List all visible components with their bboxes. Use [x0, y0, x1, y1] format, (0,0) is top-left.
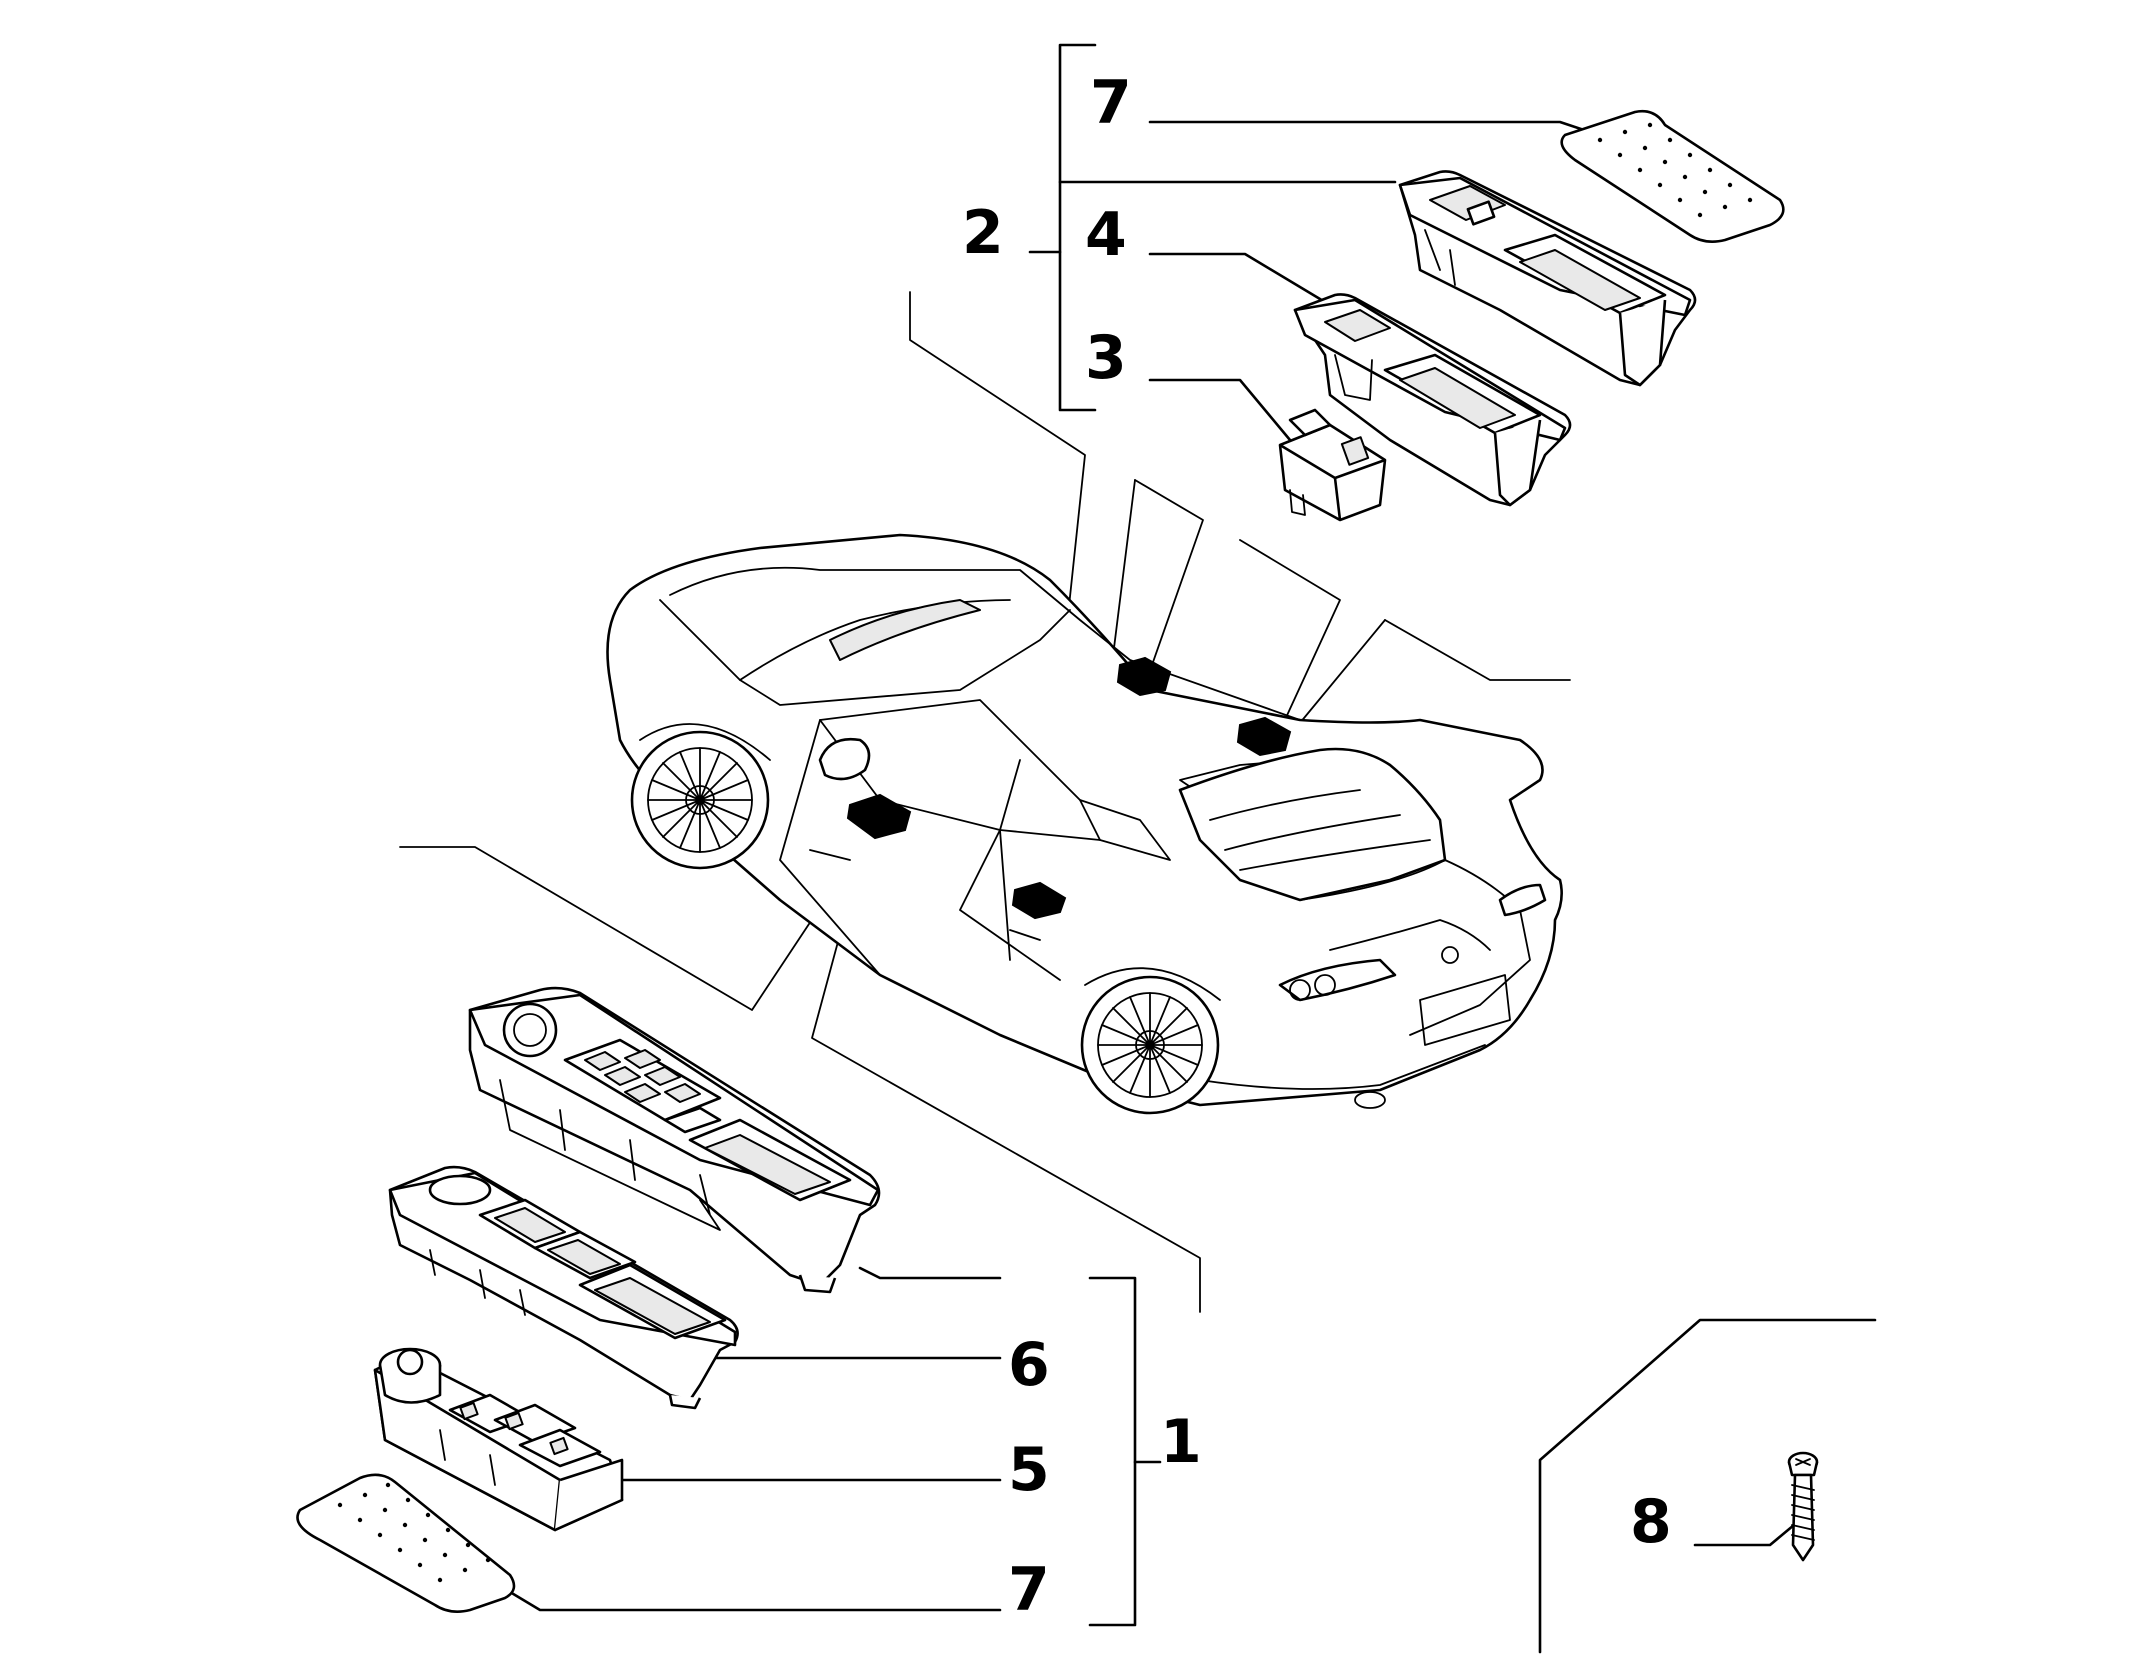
part-driver-switch-panel — [468, 986, 881, 1294]
group-bracket-1 — [508, 1266, 1162, 1627]
screw-inset-frame — [1538, 1318, 1877, 1654]
callout-2: 2 — [962, 198, 1004, 268]
callout-6: 6 — [1008, 1330, 1050, 1400]
callout-1: 1 — [1160, 1407, 1202, 1477]
part-4-switch-panel — [1293, 293, 1572, 507]
callout-7-bottom: 7 — [1008, 1555, 1050, 1625]
car-illustration — [606, 533, 1563, 1115]
part-7-pad-top — [1560, 110, 1785, 243]
part-switch-panel-top — [1398, 170, 1697, 387]
callout-4: 4 — [1085, 200, 1127, 270]
group-bracket-2 — [1028, 43, 1592, 442]
callout-8: 8 — [1630, 1487, 1672, 1557]
callout-5: 5 — [1008, 1435, 1050, 1505]
part-3-switch — [1278, 408, 1387, 522]
part-6-bezel — [388, 1165, 739, 1410]
callout-3: 3 — [1085, 323, 1127, 393]
callout-7-top: 7 — [1090, 68, 1132, 138]
part-7-pad-bottom — [296, 1473, 516, 1613]
part-8-screw — [1787, 1451, 1819, 1562]
part-5-switch-block — [373, 1347, 624, 1532]
